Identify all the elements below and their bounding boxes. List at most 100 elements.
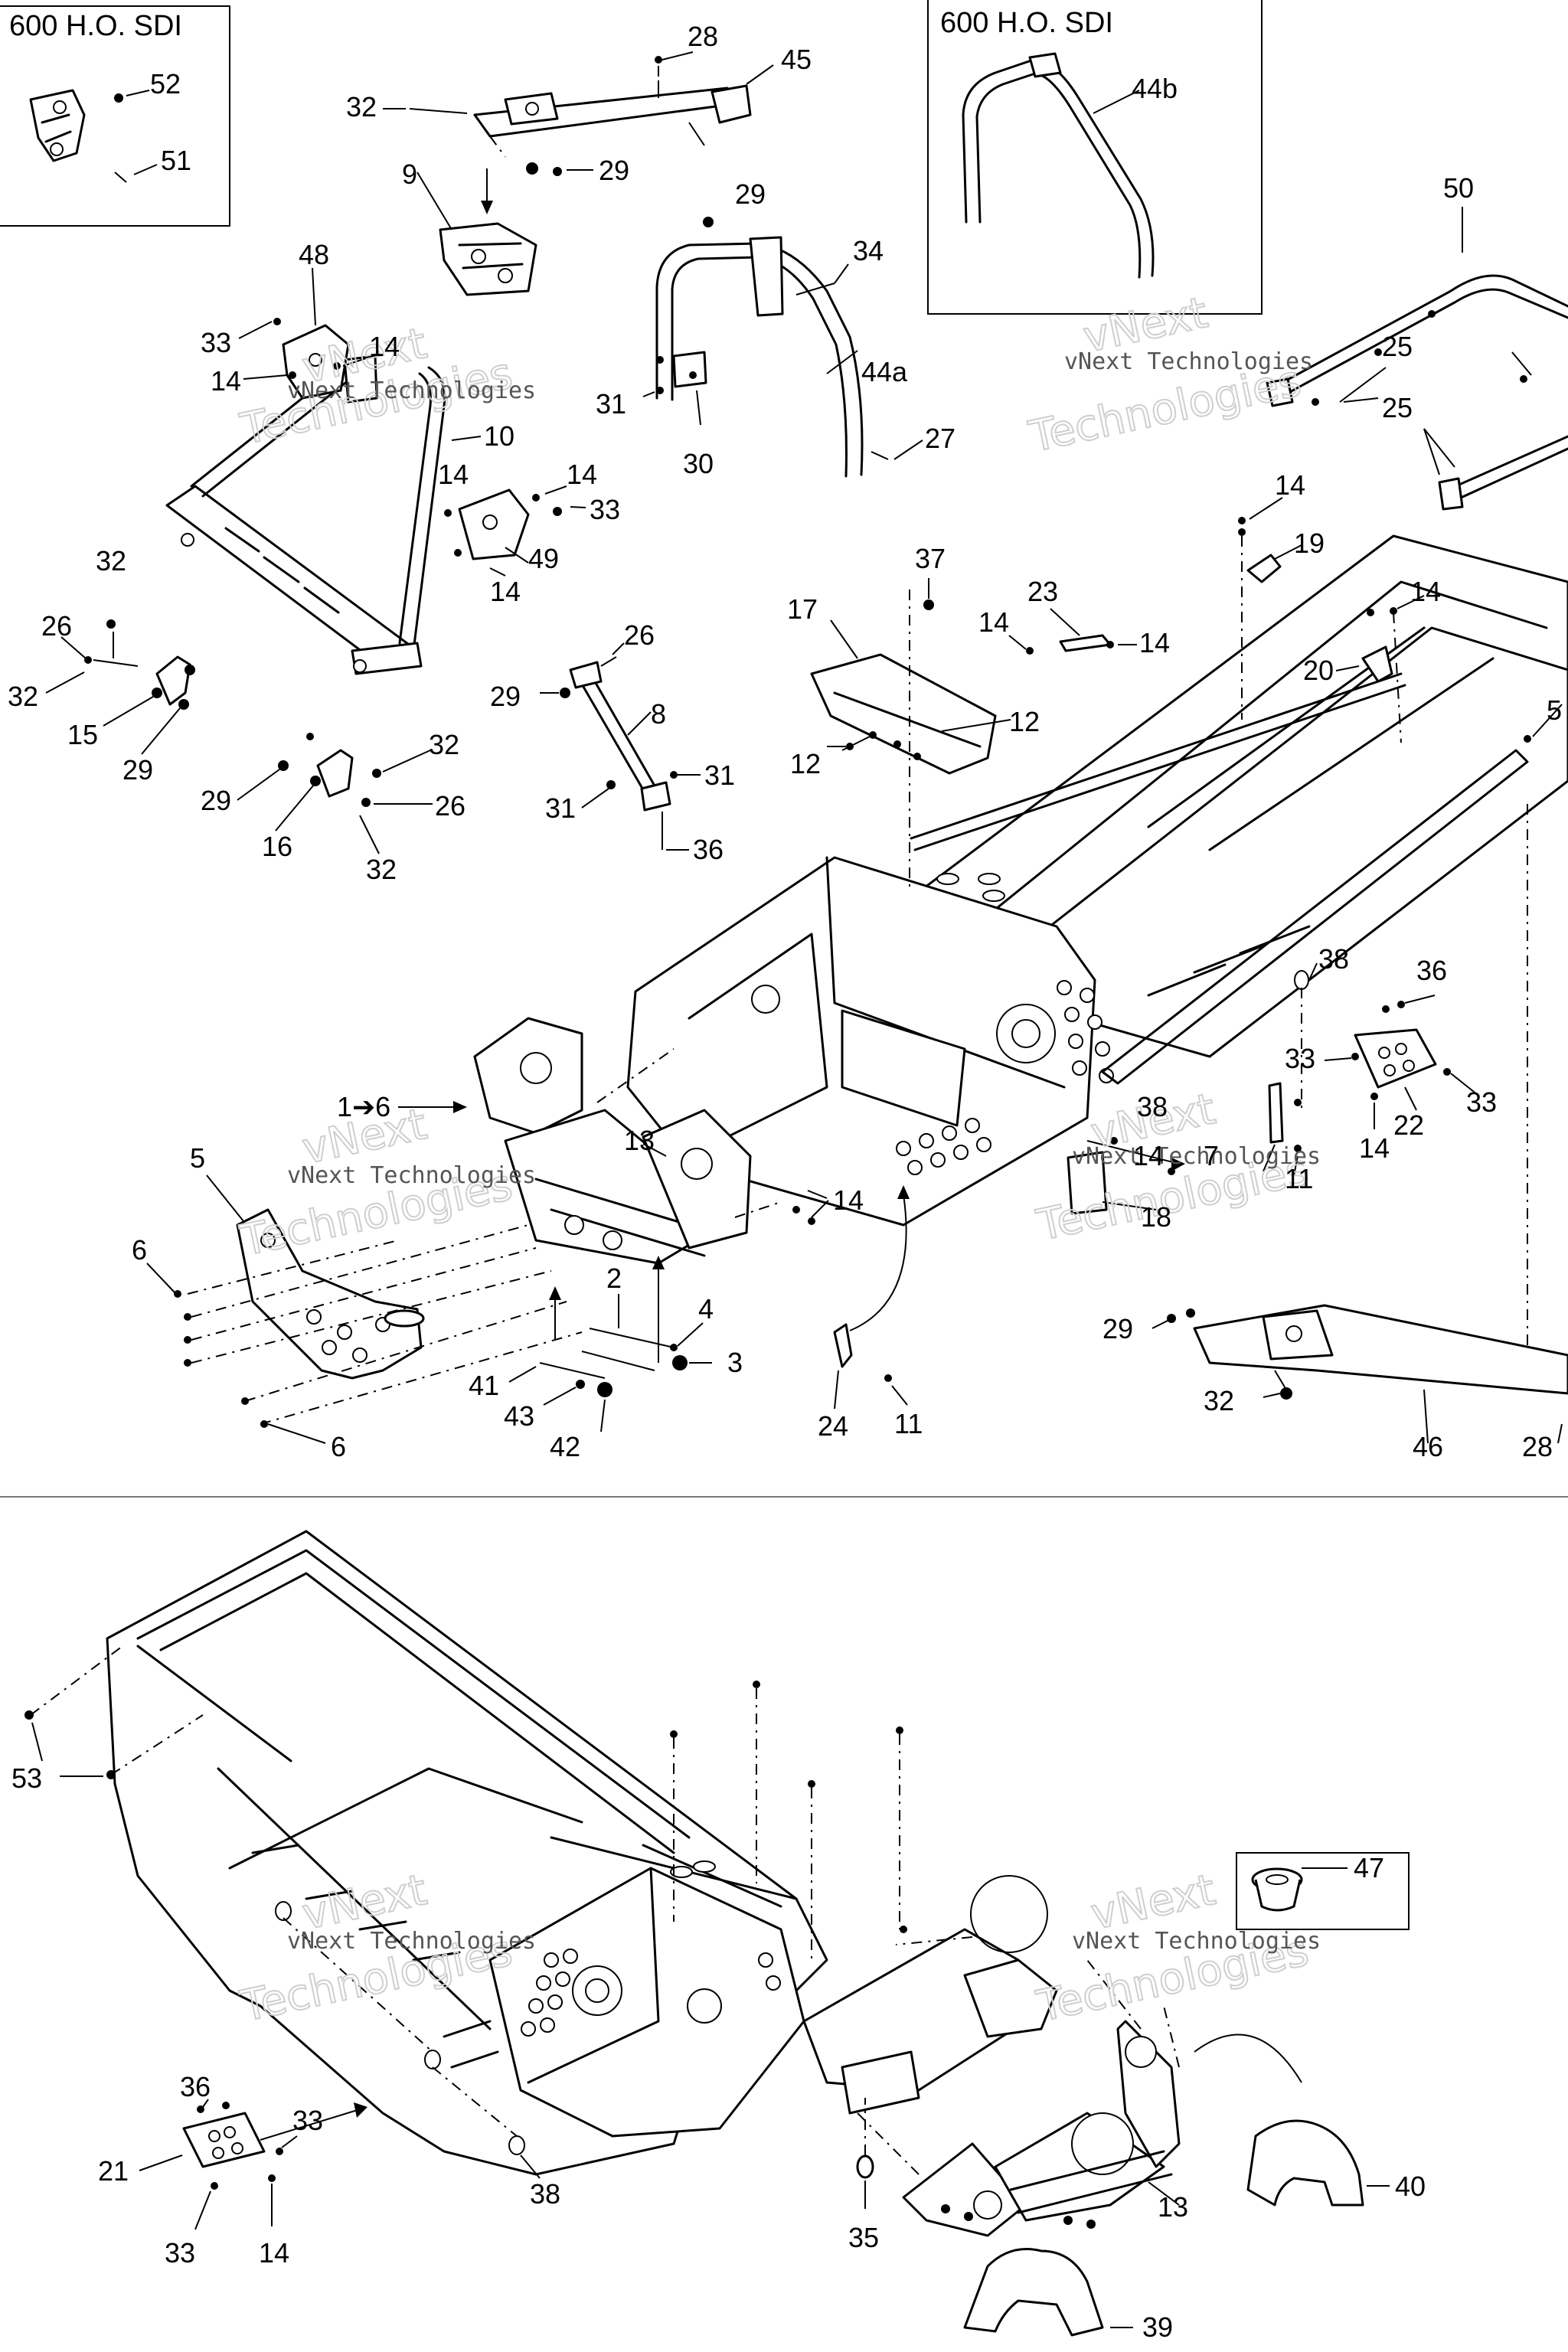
part-5-plate: [146, 1174, 583, 1444]
callout-26: 26: [41, 610, 72, 642]
callout-3: 3: [727, 1347, 743, 1378]
part-21-footrest: [139, 2099, 368, 2230]
callout-12: 12: [1009, 706, 1040, 737]
callout-24: 24: [818, 1410, 848, 1442]
callout-33d: 33: [1466, 1086, 1497, 1118]
callout-32b: 32: [96, 545, 126, 577]
inset-box-top-left: 600 H.O. SDI: [0, 5, 230, 227]
callout-31: 31: [596, 388, 626, 420]
callout-18: 18: [1141, 1201, 1171, 1233]
part-39-pad: [963, 2248, 1133, 2337]
frame-side-holes: [896, 980, 1114, 1175]
callout-38b: 38: [1137, 1091, 1168, 1122]
callout-13: 13: [624, 1125, 655, 1156]
callout-14i: 14: [1139, 627, 1170, 658]
callout-20: 20: [1303, 655, 1334, 686]
callout-32e: 32: [366, 854, 397, 885]
callout-22: 22: [1393, 1109, 1424, 1141]
callout-50: 50: [1443, 172, 1474, 204]
callout-36c: 36: [180, 2071, 211, 2102]
callout-35: 35: [848, 2222, 879, 2253]
part-23-strip: [1008, 608, 1137, 655]
callout-14g: 14: [1410, 576, 1441, 607]
callout-29b: 29: [735, 178, 766, 210]
callout-6b: 6: [331, 1431, 346, 1462]
callout-31b: 31: [704, 760, 735, 791]
callout-37: 37: [915, 543, 946, 574]
callout-13b: 13: [1158, 2191, 1188, 2223]
part-18-bracket: [1067, 1137, 1185, 1215]
callout-44a: 44a: [861, 356, 908, 387]
main-frame-top: [626, 534, 1568, 1227]
part-11-right: [1293, 1145, 1302, 1176]
part-14-mid: [807, 1190, 828, 1199]
callout-9: 9: [402, 158, 417, 190]
callout-38c: 38: [530, 2178, 560, 2210]
callout-11b: 11: [894, 1408, 923, 1439]
part-24-bracket: [833, 1185, 910, 1410]
part-44a-hoop: [642, 217, 923, 478]
part-17-bracket: [810, 619, 1011, 775]
callout-7: 7: [1204, 1140, 1219, 1171]
callout-14: 14: [369, 331, 400, 362]
bottom-fastener-lines: [670, 1681, 907, 1960]
callout-8: 8: [651, 698, 666, 730]
frame-bottom-holes: [521, 1949, 781, 2037]
callout-14f: 14: [490, 576, 521, 607]
callout-14b: 14: [211, 365, 241, 397]
callout-16: 16: [262, 831, 292, 862]
callout-40: 40: [1395, 2171, 1426, 2202]
callout-33f: 33: [165, 2237, 195, 2269]
callout-29d: 29: [122, 754, 153, 786]
callout-4: 4: [698, 1293, 714, 1325]
callout-14d: 14: [567, 459, 597, 490]
callout-27: 27: [925, 423, 956, 454]
part-49-bracket: [444, 485, 586, 577]
callout-36: 36: [693, 834, 724, 865]
callout-labels: 52 51 28 45 32 29 9 44b 29 34 50 48 33 1…: [8, 21, 1562, 2343]
callout-33b: 33: [590, 494, 620, 525]
callout-14l: 14: [833, 1184, 864, 1216]
callout-30: 30: [683, 448, 714, 479]
part-37-fastener: [909, 578, 934, 888]
watermark-text: vNext Technologies: [1072, 1928, 1321, 1955]
part-46-rear-arm: [1152, 804, 1568, 1444]
callout-28b: 28: [1522, 1431, 1553, 1462]
watermark-text: vNext Technologies: [287, 1928, 536, 1955]
part-47-inset: [895, 1852, 1410, 1953]
callout-26b: 26: [624, 619, 655, 651]
part-22-footrest: [1324, 995, 1478, 1129]
callout-43: 43: [504, 1400, 534, 1432]
inset-label-top-right: 600 H.O. SDI: [940, 7, 1113, 39]
callout-39: 39: [1142, 2311, 1173, 2343]
callout-32: 32: [346, 91, 377, 122]
callout-21: 21: [98, 2155, 129, 2187]
part-8-strut: [540, 642, 701, 851]
part-9-bracket: [416, 172, 537, 296]
callout-28: 28: [688, 21, 718, 52]
callout-19: 19: [1294, 528, 1325, 559]
callout-52: 52: [150, 68, 181, 100]
callout-17: 17: [787, 593, 818, 625]
main-frame-bottom: [106, 1530, 1058, 2176]
callout-44b: 44b: [1132, 73, 1178, 104]
callout-29f: 29: [1102, 1313, 1133, 1344]
callout-14c: 14: [438, 459, 469, 490]
callout-29: 29: [599, 155, 629, 186]
part-53-fasteners: [24, 1645, 204, 1779]
watermark-text: vNext Technologies: [287, 377, 536, 404]
part-16-bracket: [237, 733, 433, 854]
callout-38: 38: [1318, 943, 1349, 975]
callout-14e: 14: [1275, 469, 1305, 501]
callout-42: 42: [550, 1431, 580, 1462]
callout-33: 33: [201, 327, 231, 358]
part-engine-mount-front: [398, 1017, 829, 1363]
watermark-text: vNext Technologies: [1064, 348, 1313, 375]
callout-31c: 31: [545, 792, 576, 824]
inset-box-top-right: 600 H.O. SDI: [927, 0, 1263, 315]
callout-29c: 29: [490, 681, 521, 712]
part-38-bottom: [275, 1901, 541, 2179]
callout-41: 41: [469, 1370, 499, 1401]
callout-23: 23: [1027, 576, 1058, 607]
